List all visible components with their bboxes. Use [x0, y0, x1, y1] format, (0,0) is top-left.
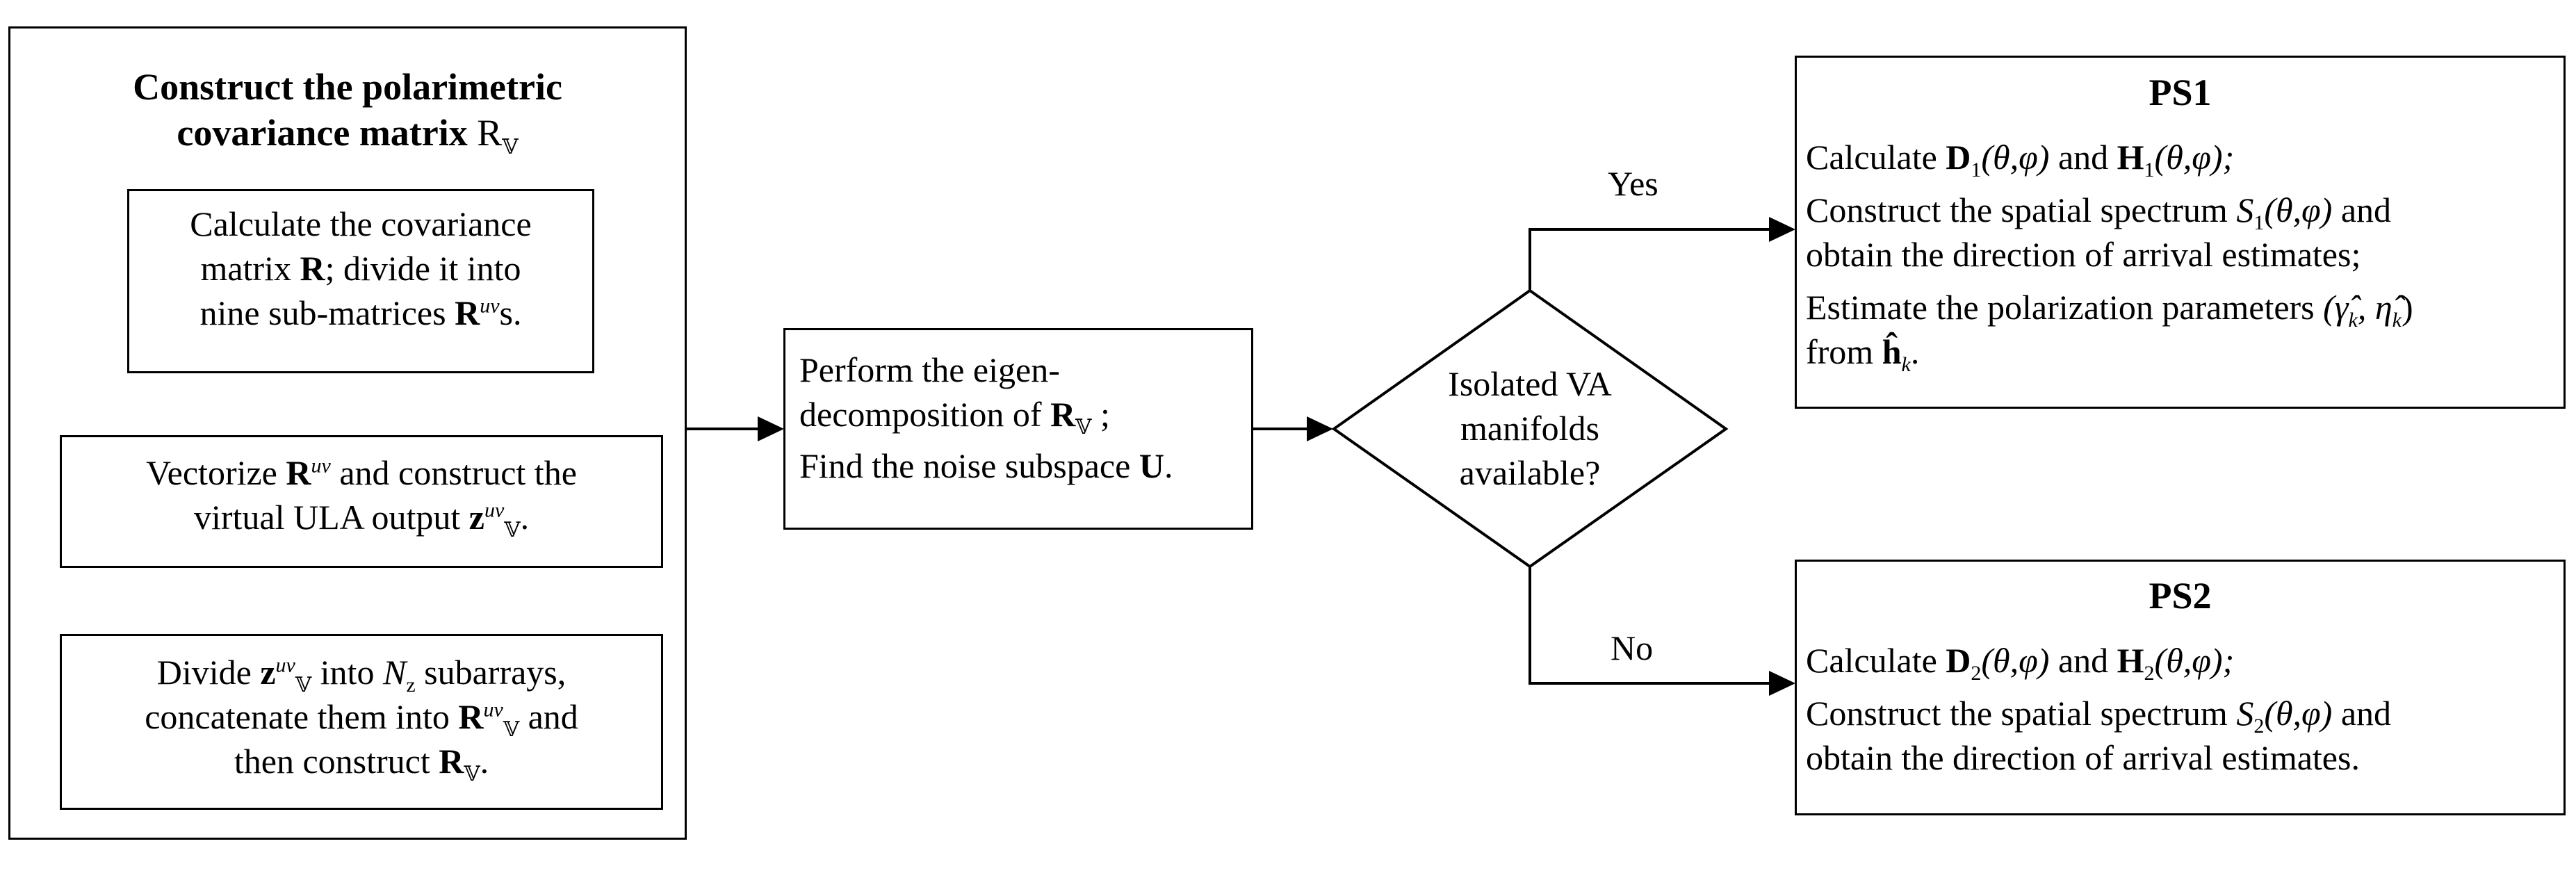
ps2-text: Calculate D2(θ,φ) and H2(θ,φ); Construct…	[1806, 641, 2392, 777]
ps2-box	[1795, 560, 2566, 815]
step-covariance-box	[127, 189, 594, 373]
eigen-text: Perform the eigen- decomposition of R𝕍 ;…	[799, 350, 1173, 485]
step-covariance-text: Calculate the covariance matrix R; divid…	[190, 204, 532, 332]
arrow-decision-to-ps1	[1529, 228, 1771, 291]
eigen-box	[783, 328, 1253, 530]
step-divide-box	[60, 634, 663, 810]
left-panel-title: Construct the polarimetric	[133, 66, 562, 108]
yes-label: Yes	[1608, 164, 1658, 203]
left-panel-title-line2: covariance matrix R𝕍	[177, 112, 519, 158]
step-divide-text: Divide zuv𝕍 into Nz subarrays, concatena…	[145, 653, 578, 785]
ps2-title: PS2	[2149, 575, 2212, 617]
decision-text: Isolated VA manifolds available?	[1448, 364, 1612, 492]
arrow-decision-to-ps2	[1529, 567, 1771, 685]
step-vectorize-box	[60, 435, 663, 568]
step-vectorize-text: Vectorize Ruv and construct the virtual …	[146, 453, 577, 542]
decision-diamond	[1331, 288, 1729, 569]
no-label: No	[1611, 628, 1654, 667]
ps1-title: PS1	[2149, 72, 2212, 113]
ps1-text: Calculate D1(θ,φ) and H1(θ,φ); Construct…	[1806, 138, 2413, 376]
ps1-box	[1795, 56, 2566, 409]
